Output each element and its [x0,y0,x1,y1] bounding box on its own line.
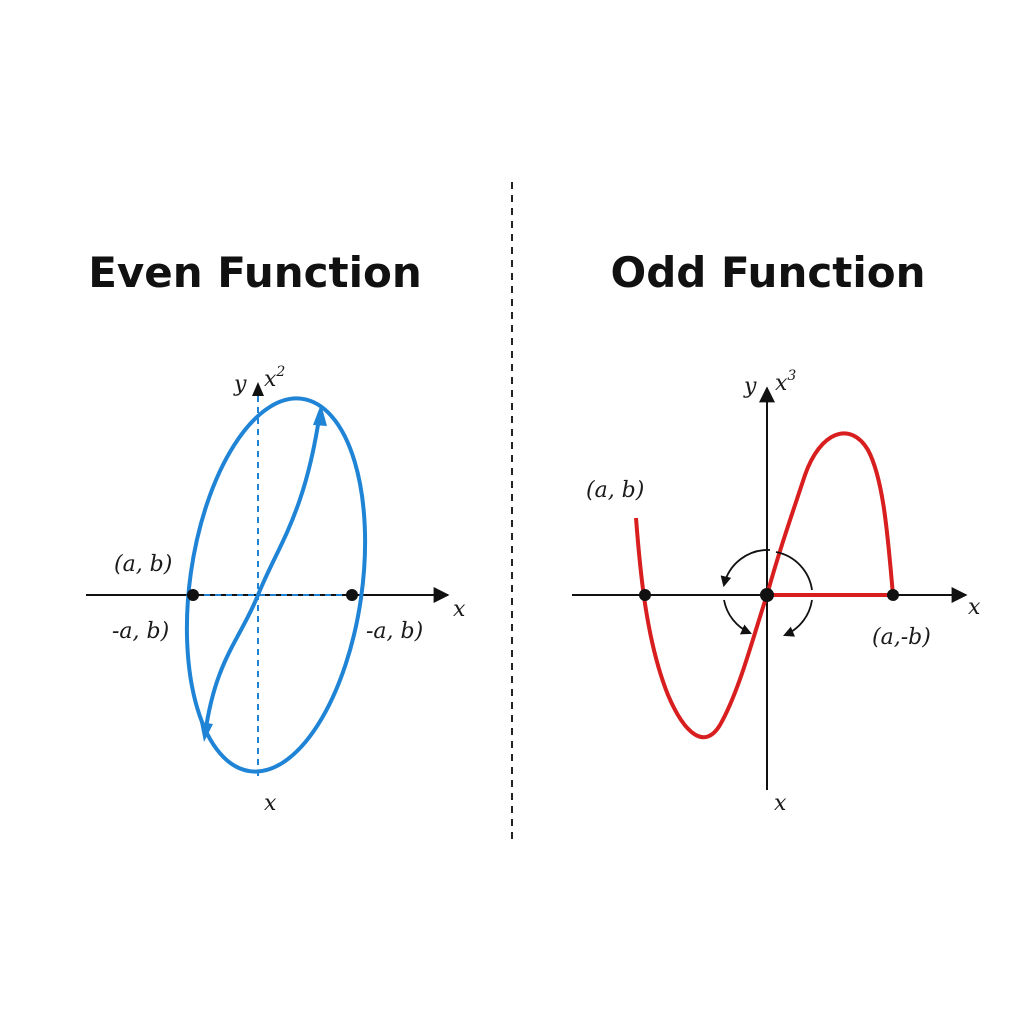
odd-bottom-axis-label: x [774,791,787,816]
even-point-left-below-label: -a, b) [112,619,169,644]
odd-x-axis-label: x [968,595,981,620]
odd-function-exponent: 3 [787,368,796,384]
odd-rotation-arrow-lower-left [723,599,752,635]
even-x-axis-label: x [453,597,466,622]
odd-y-axis-label: y [743,374,757,399]
even-ellipse-curve [184,396,368,774]
odd-point-left [639,589,651,601]
odd-rotation-arrow-lower-right [783,599,813,637]
odd-function-panel: Odd Function y x3 x x (a, b) (a,-b) [572,248,981,816]
odd-panel-title: Odd Function [611,248,926,297]
even-function-base: x [264,367,277,392]
even-inner-s-curve [203,411,322,736]
even-y-axis-label: y [233,372,247,397]
even-point-right [346,589,358,601]
even-upper-arrowhead [313,404,327,426]
odd-rotation-arrow-upper-left [720,549,771,588]
odd-point-right [887,589,899,601]
odd-point-upper-left-label: (a, b) [586,478,644,503]
even-function-panel: Even Function y x2 x x (a, b) -a, b) -a,… [86,248,466,816]
even-function-label: x2 [264,364,285,392]
even-bottom-axis-label: x [264,791,277,816]
even-point-right-below-label: -a, b) [366,619,423,644]
odd-function-curve [634,431,895,740]
even-function-exponent: 2 [275,364,285,380]
even-lower-arrowhead [200,722,213,742]
odd-function-label: x3 [775,368,796,396]
odd-function-base: x [775,371,788,396]
odd-point-origin [760,588,774,602]
even-point-left-above-label: (a, b) [114,552,172,577]
odd-rotation-arrow-upper-right [775,551,813,591]
even-panel-title: Even Function [88,248,422,297]
even-point-left [187,589,199,601]
odd-point-lower-right-label: (a,-b) [872,625,931,650]
even-y-axis-arrowhead [252,382,264,396]
